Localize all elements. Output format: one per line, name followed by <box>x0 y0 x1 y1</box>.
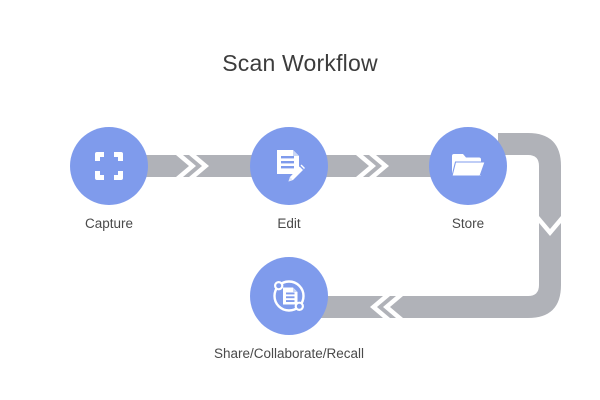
workflow-node-store[interactable] <box>429 127 507 205</box>
connector-capture-to-edit <box>140 155 252 177</box>
workflow-node-edit[interactable] <box>250 127 328 205</box>
workflow-node-label-store: Store <box>451 216 485 231</box>
workflow-node-label-capture: Capture <box>84 216 134 231</box>
share-network-document-icon <box>268 275 310 317</box>
workflow-node-label-edit: Edit <box>277 216 301 231</box>
document-pencil-icon <box>269 146 309 186</box>
scan-frame-icon <box>91 148 127 184</box>
workflow-node-label-share: Share/Collaborate/Recall <box>213 346 365 361</box>
connector-store-to-share <box>320 133 561 318</box>
workflow-node-capture[interactable] <box>70 127 148 205</box>
connector-edit-to-store <box>320 155 432 177</box>
open-folder-icon <box>448 146 488 186</box>
workflow-node-share[interactable] <box>250 257 328 335</box>
diagram-title: Scan Workflow <box>222 50 378 76</box>
